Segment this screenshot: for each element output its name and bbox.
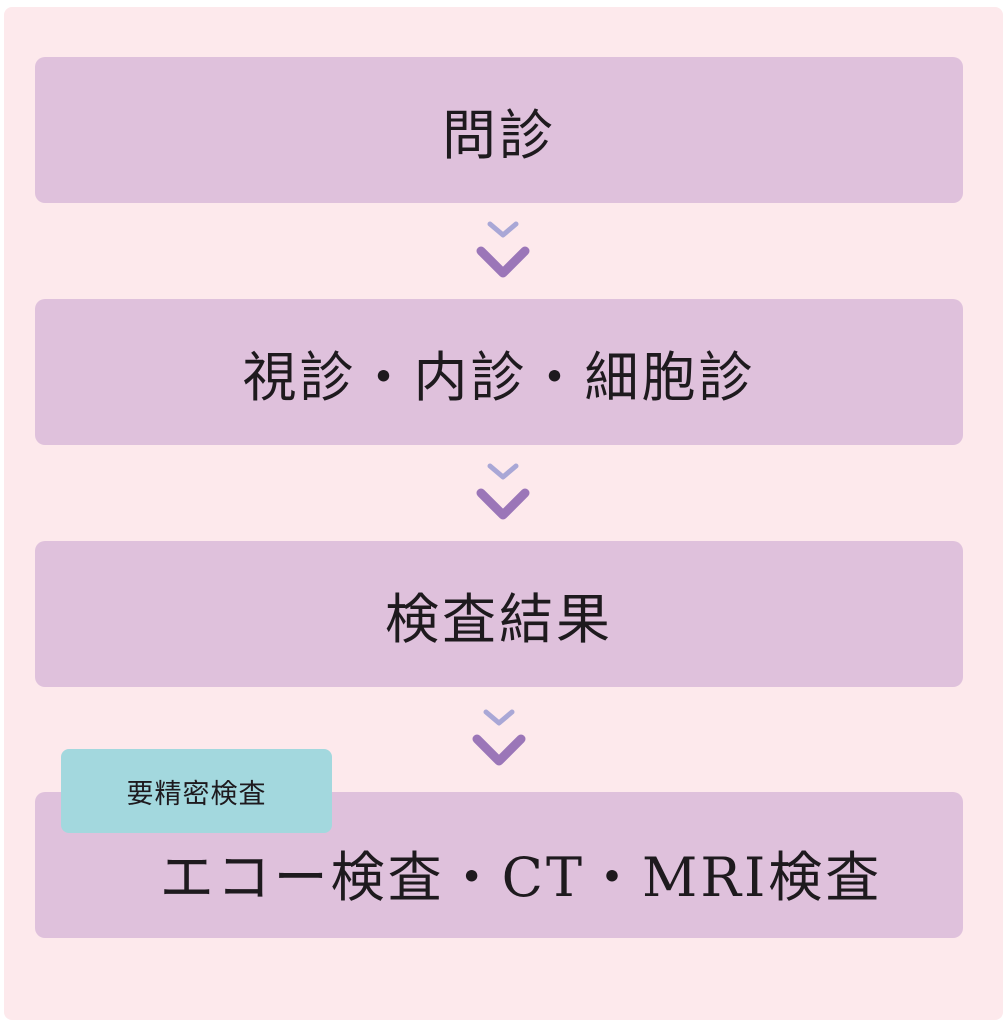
- step-label: エコー検査・CT・MRI検査: [159, 845, 883, 909]
- double-chevron-down-icon: [476, 463, 530, 520]
- step-label: 視診・内診・細胞診: [242, 345, 756, 409]
- detailed-exam-badge: 要精密検査: [61, 749, 332, 833]
- step-label: 検査結果: [385, 587, 613, 651]
- double-chevron-down-icon: [472, 709, 526, 766]
- step-results: 検査結果: [35, 541, 963, 687]
- step-label: 問診: [442, 103, 556, 167]
- badge-label: 要精密検査: [126, 778, 267, 810]
- step-interview: 問診: [35, 57, 963, 203]
- double-chevron-down-icon: [476, 221, 530, 278]
- step-examination: 視診・内診・細胞診: [35, 299, 963, 445]
